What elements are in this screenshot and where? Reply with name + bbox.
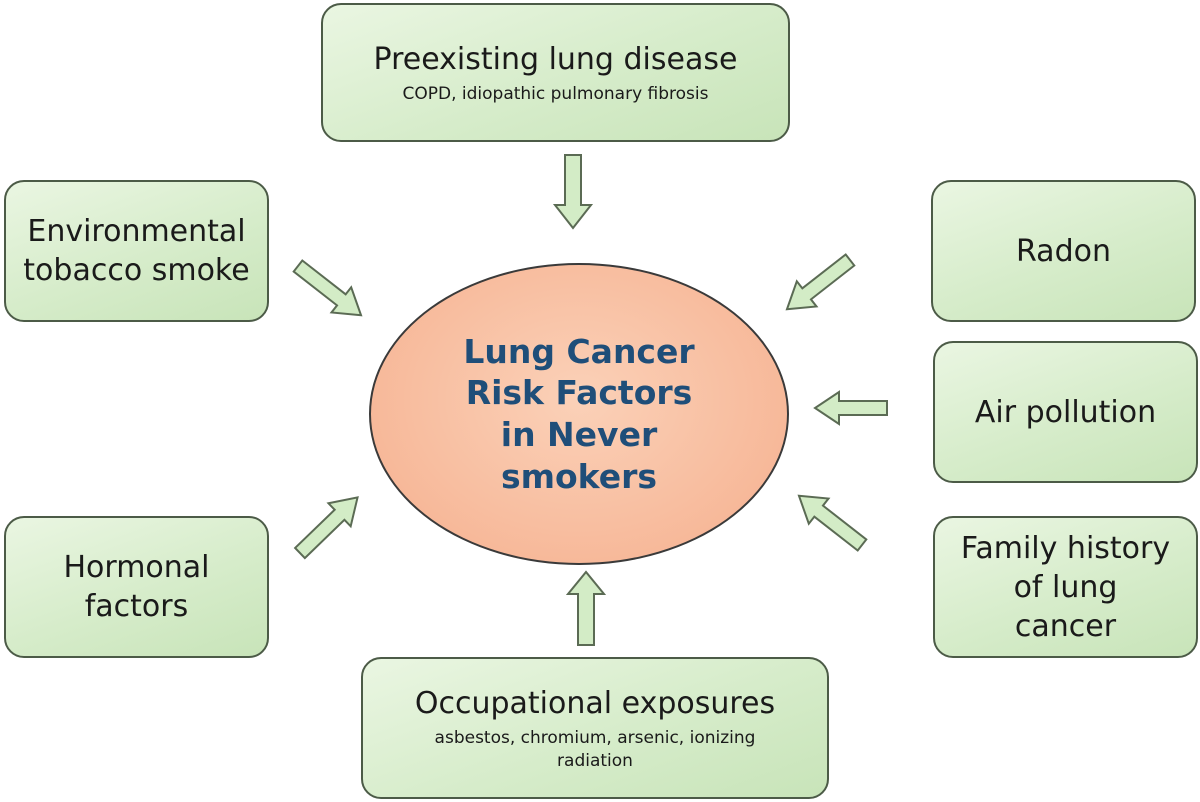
central-ellipse: Lung Cancer Risk Factors in Never smoker…: [369, 263, 789, 565]
box-title: Hormonal factors: [63, 550, 210, 624]
arrow-family-history: [797, 494, 868, 552]
arrow-preexisting: [552, 154, 594, 230]
box-air-pollution: Air pollution: [933, 341, 1198, 483]
box-environmental-tobacco-smoke: Environmental tobacco smoke: [4, 180, 269, 322]
box-title: Family history of lung cancer: [960, 530, 1171, 644]
box-preexisting-lung-disease: Preexisting lung disease COPD, idiopathi…: [321, 3, 790, 142]
box-hormonal-factors: Hormonal factors: [4, 516, 269, 658]
box-family-history: Family history of lung cancer: [933, 516, 1198, 658]
arrow-air-pollution: [813, 390, 888, 426]
arrow-radon: [785, 253, 856, 311]
arrow-tobacco: [292, 259, 363, 317]
arrow-occupational: [565, 570, 607, 646]
box-title: Occupational exposures: [414, 685, 776, 721]
arrow-hormonal: [293, 496, 359, 560]
box-title: Preexisting lung disease: [373, 41, 738, 77]
central-title: Lung Cancer Risk Factors in Never smoker…: [463, 331, 695, 496]
box-subtitle: asbestos, chromium, arsenic, ionizing ra…: [434, 727, 756, 771]
box-title: Environmental tobacco smoke: [23, 214, 250, 288]
box-radon: Radon: [931, 180, 1196, 322]
box-subtitle: COPD, idiopathic pulmonary fibrosis: [402, 83, 709, 104]
box-title: Radon: [1016, 233, 1111, 269]
box-title: Air pollution: [974, 394, 1157, 430]
box-occupational-exposures: Occupational exposures asbestos, chromiu…: [361, 657, 829, 799]
